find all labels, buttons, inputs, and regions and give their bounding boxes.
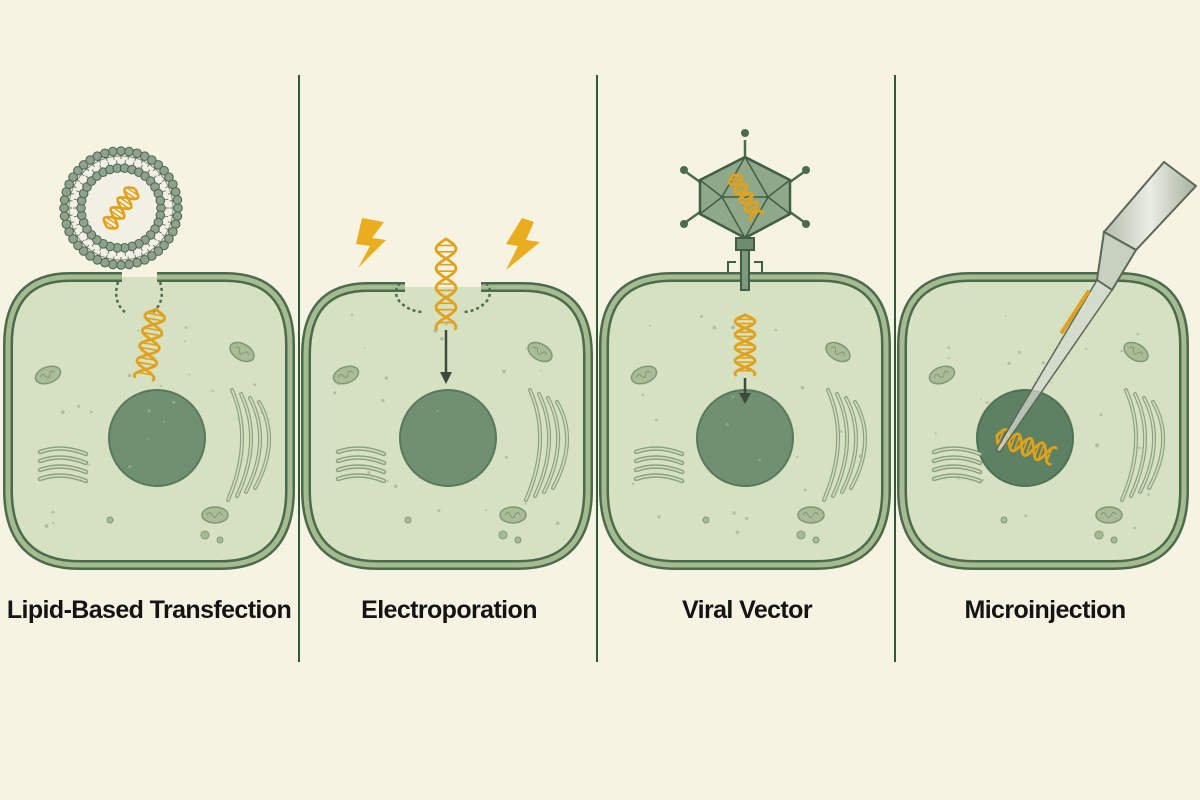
panel-viral [599,129,891,570]
dna-helix-icon [434,237,458,331]
dna-helix-icon [733,313,757,377]
cytoplasm-speckles [44,313,1153,535]
nucleus-electroporation [399,389,497,487]
dna-helix-icon [102,186,140,230]
nucleus-microinjection [976,389,1074,487]
lightning-bolt-icon [356,218,386,268]
nucleus-lipid [108,389,206,487]
micropipette-icon [994,160,1198,453]
organelles-viral [630,341,867,544]
nucleus-viral [696,389,794,487]
lipid-vesicle-icon [59,146,183,270]
organelles-lipid [34,341,271,544]
panel-electroporation [301,218,593,570]
panel-title-viral: Viral Vector [682,596,813,624]
arrow-icon [440,330,452,384]
lightning-bolt-icon [506,218,540,270]
dna-helix-icon [727,173,765,222]
virus-capsid-icon [680,129,810,291]
panel-title-microinjection: Microinjection [964,596,1126,624]
panel-microinjection [897,160,1198,570]
panel-lipid [3,146,295,570]
organelles-microinjection [928,341,1165,544]
organelles-electroporation [332,341,569,544]
panel-title-electroporation: Electroporation [361,596,537,624]
dna-helix-icon [132,308,167,382]
membrane-pore [394,282,492,314]
panel-title-lipid: Lipid-Based Transfection [6,596,292,624]
arrow-icon [739,378,751,404]
